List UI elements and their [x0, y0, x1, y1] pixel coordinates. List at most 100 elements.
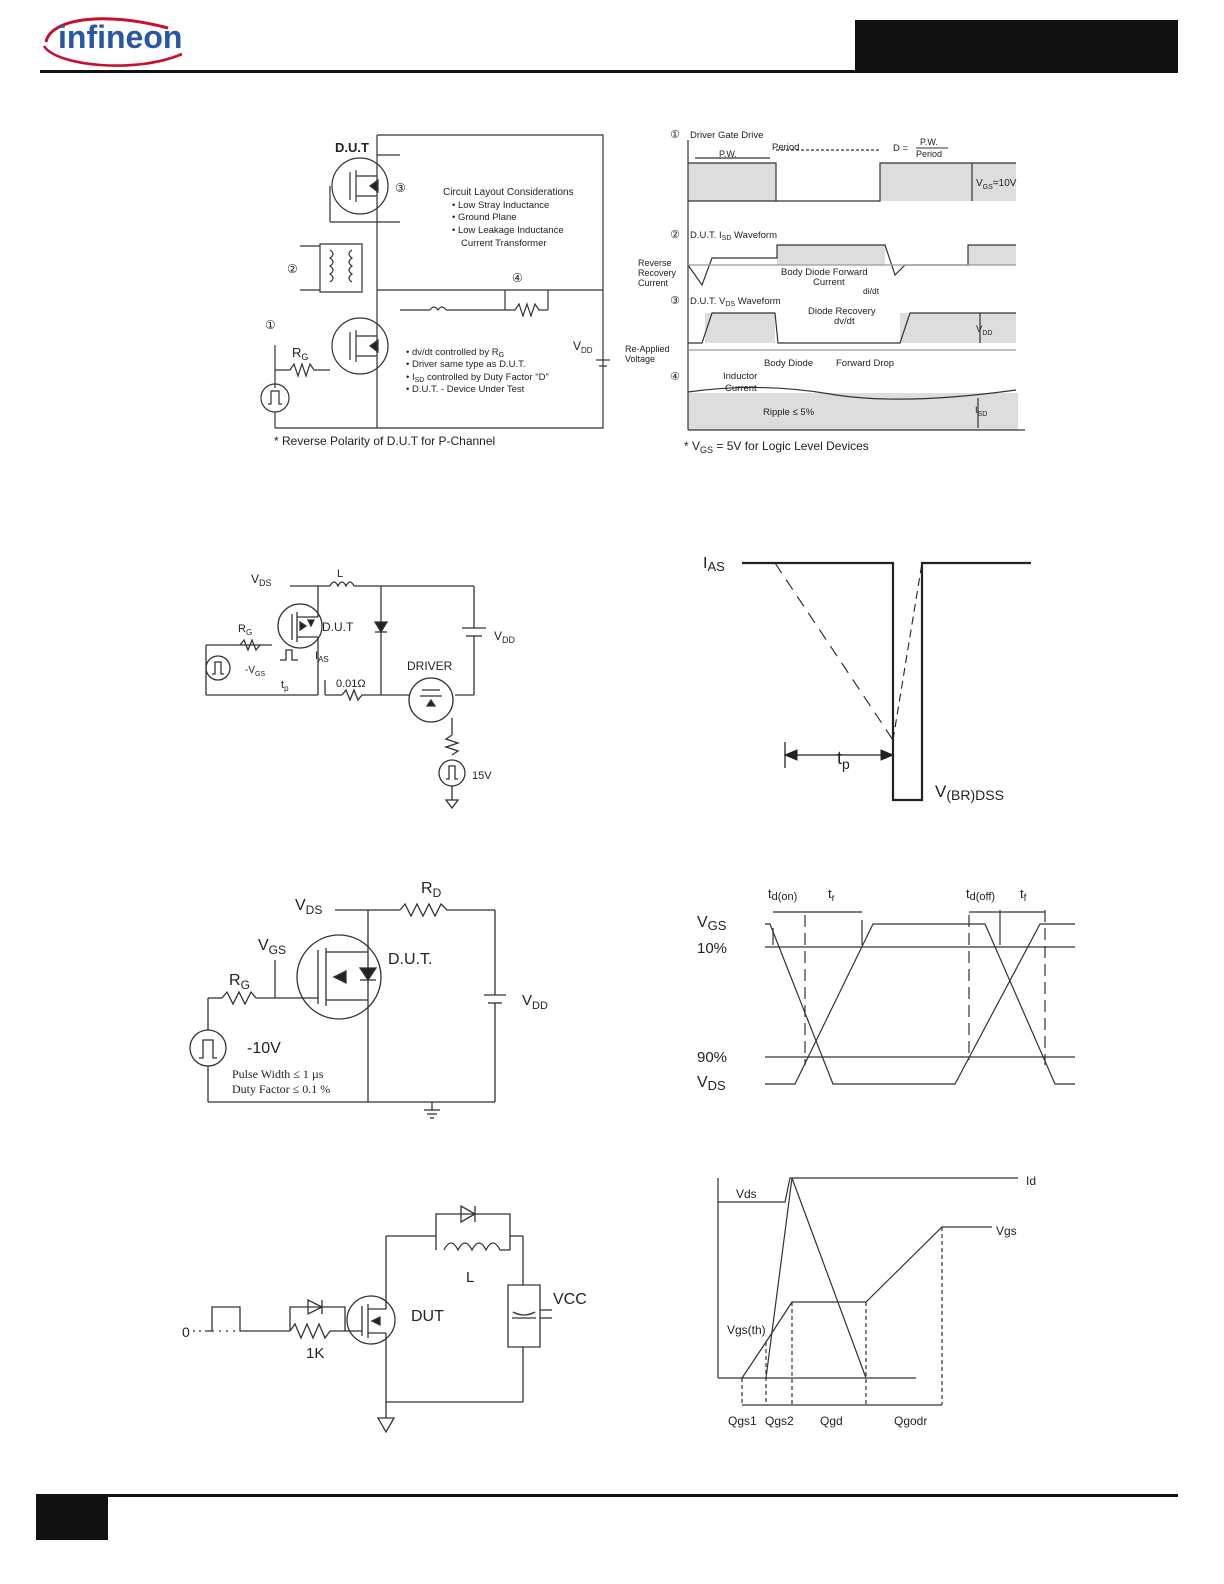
fig2-didt: di/dt — [863, 286, 880, 296]
fig5-neg10v-label: -10V — [247, 1040, 281, 1057]
fig2-reapplied: Voltage — [625, 354, 655, 364]
fig8-q-label: Qgodr — [894, 1414, 927, 1428]
fig8-q-label: Qgd — [820, 1414, 843, 1428]
fig3-ias-label: IAS — [315, 650, 329, 664]
fig1-dut-label: D.U.T — [335, 140, 369, 155]
fig2-inductor-current: Inductor — [723, 371, 757, 382]
fig8-q-label: Qgs1 — [728, 1414, 757, 1428]
fig2-isd-label: ISD — [975, 405, 987, 418]
fig1-layout-item: • Low Leakage Inductance — [452, 225, 564, 236]
fig3-res-label: 0.01Ω — [336, 678, 366, 690]
fig2-d-numerator: P.W. — [920, 137, 938, 147]
fig1-layout-title: Circuit Layout Considerations — [443, 187, 574, 198]
header-rule — [40, 70, 1178, 73]
figure-3-avalanche-circuit: VDS L RG D.U.T VDD IAS -VGS tp 0.01Ω DRI… — [195, 568, 516, 815]
figure-7-gate-charge-circuit: 0 L DUT VCC 1K — [182, 1195, 587, 1440]
fig1-layout-item: • Ground Plane — [452, 212, 517, 223]
fig2-d-equation: D = — [893, 143, 909, 154]
fig2-wave3-label: D.U.T. VDS Waveform — [690, 296, 781, 308]
fig8-vgsth-label: Vgs(th) — [727, 1323, 766, 1337]
fig6-vgs-label: VGS — [697, 914, 727, 933]
fig1-vdd-label: VDD — [573, 339, 593, 355]
logo-text: infineon — [58, 19, 182, 55]
fig2-reverse-recovery: Current — [638, 278, 669, 288]
fig2-vgs10-label: VGS=10V — [976, 178, 1017, 191]
fig2-vdd-label: VDD — [976, 324, 992, 337]
fig6-90pct-label: 90% — [697, 1049, 727, 1066]
fig2-wave2-label: D.U.T. ISD Waveform — [690, 230, 777, 242]
fig3-driver-label: DRIVER — [407, 659, 453, 673]
fig3-vds-label: VDS — [251, 572, 272, 588]
fig1-circle-2: ② — [287, 262, 298, 276]
fig4-ias-label: IAS — [703, 555, 725, 574]
fig6-vds-label: VDS — [697, 1074, 726, 1093]
fig3-15v-label: 15V — [472, 770, 492, 782]
figure-2-waveforms: ① Driver Gate Drive P.W. Period D = P.W.… — [625, 129, 1030, 455]
fig2-forward-drop: Forward Drop — [836, 358, 894, 369]
fig6-tr-label: tr — [828, 886, 836, 904]
fig2-circle-4: ④ — [670, 371, 680, 383]
fig2-circle-3: ③ — [670, 295, 680, 307]
fig2-circle-1: ① — [670, 129, 680, 141]
header-black-block — [855, 20, 1178, 72]
fig1-circle-4: ④ — [512, 271, 523, 285]
fig5-vdd-label: VDD — [522, 992, 548, 1012]
fig3-l-label: L — [337, 568, 343, 580]
fig2-reverse-recovery: Recovery — [638, 268, 677, 278]
fig7-1k-label: 1K — [306, 1345, 324, 1362]
fig1-rg-label: RG — [292, 345, 308, 362]
fig1-footnote: * Reverse Polarity of D.U.T for P-Channe… — [274, 434, 495, 448]
fig3-vdd-label: VDD — [494, 629, 516, 645]
fig2-body-forward: Current — [813, 277, 845, 288]
fig2-body-forward: Body Diode Forward — [781, 267, 868, 278]
fig5-duty-factor: Duty Factor ≤ 0.1 % — [232, 1082, 330, 1096]
fig5-vgs-label: VGS — [258, 937, 286, 957]
infineon-logo: infineon — [40, 8, 190, 70]
figure-1-test-circuit: D.U.T ③ ② ① ④ Circuit Layout Considerati… — [250, 120, 620, 448]
fig4-tp-label: tp — [837, 748, 850, 772]
fig2-reverse-recovery: Reverse — [638, 258, 672, 268]
fig1-circle-1: ① — [265, 318, 276, 332]
fig3-vgs-label: -VGS — [245, 665, 265, 678]
fig5-pulse-width: Pulse Width ≤ 1 µs — [232, 1067, 324, 1081]
fig7-l-label: L — [466, 1269, 474, 1286]
fig1-layout-item: • Low Stray Inductance — [452, 200, 549, 211]
fig7-zero-label: 0 — [182, 1324, 190, 1340]
fig8-vgs-label: Vgs — [996, 1224, 1017, 1238]
figure-4-avalanche-waveform: IAS tp V(BR)DSS — [703, 555, 1040, 803]
fig5-dut-label: D.U.T. — [388, 951, 432, 968]
fig3-dut-label: D.U.T — [322, 620, 354, 634]
figure-6-switching-waveforms: td(on) tr td(off) tf VGS 10% 90% VDS — [697, 886, 1085, 1093]
fig2-period-label: Period — [772, 142, 799, 153]
fig2-wave1-label: Driver Gate Drive — [690, 130, 763, 141]
fig1-layout-item: Current Transformer — [461, 238, 547, 249]
fig4-vbr-label: V(BR)DSS — [935, 782, 1004, 803]
fig1-note: • dv/dt controlled by RG — [406, 347, 504, 359]
fig5-vds-label: VDS — [295, 897, 322, 917]
fig5-rg-label: RG — [229, 972, 250, 992]
fig6-tf-label: tf — [1020, 886, 1027, 904]
footer-black-block — [36, 1496, 108, 1540]
fig6-10pct-label: 10% — [697, 940, 727, 957]
fig1-circle-3: ③ — [395, 181, 406, 195]
fig7-vcc-label: VCC — [553, 1291, 587, 1308]
fig2-body-diode: Body Diode — [764, 358, 813, 369]
fig3-tp-label: tp — [281, 679, 289, 693]
figure-8-gate-charge-waveform: Vds Id Vgs Vgs(th) Qgs1 Qgs2 Qgd Qgodr — [715, 1174, 1036, 1428]
fig2-diode-recovery: Diode Recovery — [808, 306, 876, 317]
fig6-tdoff-label: td(off) — [966, 886, 995, 903]
fig2-reapplied: Re-Applied — [625, 344, 670, 354]
fig2-ripple: Ripple ≤ 5% — [763, 407, 815, 418]
figure-5-switching-circuit: RD VDS VGS D.U.T. RG VDD -10V Pulse Widt… — [180, 880, 548, 1120]
fig7-dut-label: DUT — [411, 1308, 444, 1325]
fig8-q-label: Qgs2 — [765, 1414, 794, 1428]
fig2-inductor-current: Current — [725, 383, 757, 394]
fig1-note: • ISD controlled by Duty Factor "D" — [406, 372, 549, 384]
fig2-pw-label: P.W. — [719, 149, 737, 159]
fig3-rg-label: RG — [238, 623, 252, 637]
fig1-note: • Driver same type as D.U.T. — [406, 359, 525, 370]
fig8-id-label: Id — [1026, 1174, 1036, 1188]
fig2-d-denominator: Period — [916, 149, 942, 159]
fig5-rd-label: RD — [421, 880, 442, 900]
footer-rule — [36, 1494, 1178, 1497]
